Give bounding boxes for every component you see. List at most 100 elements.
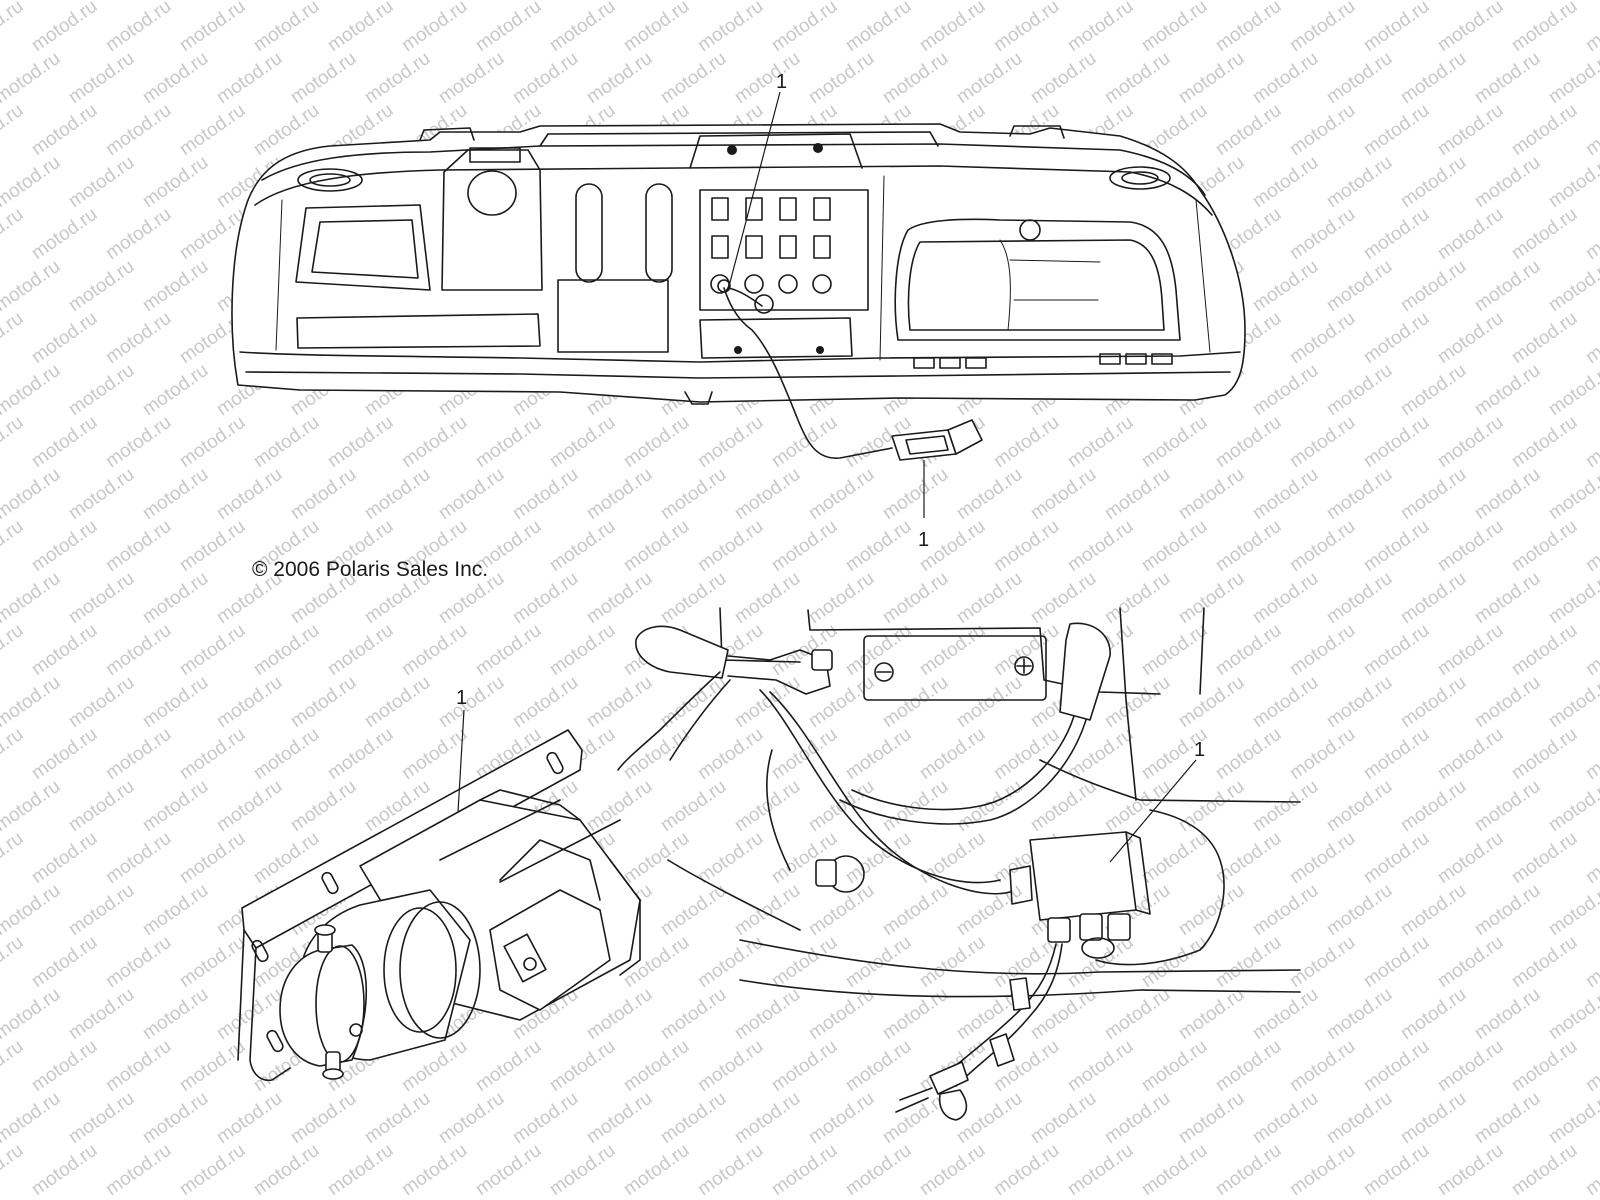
- watermark-text: motod.ru: [620, 412, 693, 472]
- watermark-text: motod.ru: [583, 984, 656, 1044]
- watermark-text: motod.ru: [435, 0, 508, 4]
- watermark-text: motod.ru: [768, 1036, 841, 1096]
- watermark-text: motod.ru: [250, 0, 323, 56]
- watermark-text: motod.ru: [1101, 984, 1174, 1044]
- watermark-text: motod.ru: [1286, 412, 1359, 472]
- watermark-text: motod.ru: [657, 776, 730, 836]
- watermark-text: motod.ru: [1545, 880, 1600, 940]
- watermark-text: motod.ru: [0, 204, 27, 264]
- watermark-text: motod.ru: [805, 984, 878, 1044]
- watermark-text: motod.ru: [176, 620, 249, 680]
- watermark-text: motod.ru: [1545, 360, 1600, 420]
- watermark-text: motod.ru: [546, 516, 619, 576]
- watermark-text: motod.ru: [1101, 0, 1174, 4]
- watermark-text: motod.ru: [1545, 568, 1600, 628]
- watermark-text: motod.ru: [213, 672, 286, 732]
- watermark-text: motod.ru: [1397, 1088, 1470, 1148]
- watermark-text: motod.ru: [324, 0, 397, 56]
- watermark-text: motod.ru: [657, 0, 730, 4]
- harness-connector: [891, 419, 983, 461]
- watermark-text: motod.ru: [1138, 0, 1211, 56]
- watermark-text: motod.ru: [1212, 828, 1285, 888]
- watermark-text: motod.ru: [1286, 620, 1359, 680]
- watermark-text: motod.ru: [1249, 48, 1322, 108]
- watermark-text: motod.ru: [28, 0, 101, 56]
- watermark-text: motod.ru: [472, 412, 545, 472]
- watermark-text: motod.ru: [990, 724, 1063, 784]
- watermark-text: motod.ru: [1027, 776, 1100, 836]
- watermark-text: motod.ru: [213, 48, 286, 108]
- watermark-text: motod.ru: [1249, 256, 1322, 316]
- watermark-text: motod.ru: [1545, 152, 1600, 212]
- watermark-text: motod.ru: [1360, 0, 1433, 56]
- watermark-text: motod.ru: [1286, 828, 1359, 888]
- watermark-text: motod.ru: [1249, 984, 1322, 1044]
- watermark-text: motod.ru: [0, 568, 64, 628]
- watermark-text: motod.ru: [287, 776, 360, 836]
- watermark-text: motod.ru: [805, 464, 878, 524]
- watermark-text: motod.ru: [0, 672, 64, 732]
- watermark-text: motod.ru: [361, 464, 434, 524]
- watermark-text: motod.ru: [0, 984, 64, 1044]
- watermark-text: motod.ru: [0, 1036, 27, 1096]
- watermark-text: motod.ru: [879, 672, 952, 732]
- watermark-text: motod.ru: [102, 724, 175, 784]
- watermark-text: motod.ru: [1582, 1140, 1600, 1200]
- watermark-text: motod.ru: [1249, 776, 1322, 836]
- watermark-text: motod.ru: [361, 48, 434, 108]
- watermark-text: motod.ru: [28, 620, 101, 680]
- watermark-text: motod.ru: [1434, 932, 1507, 992]
- watermark-text: motod.ru: [1101, 672, 1174, 732]
- watermark-text: motod.ru: [1286, 0, 1359, 56]
- watermark-text: motod.ru: [1397, 672, 1470, 732]
- watermark-text: motod.ru: [0, 0, 27, 56]
- watermark-text: motod.ru: [324, 620, 397, 680]
- watermark-text: motod.ru: [1138, 412, 1211, 472]
- watermark-text: motod.ru: [139, 464, 212, 524]
- winch-motor-illustration: [237, 729, 641, 1082]
- watermark-text: motod.ru: [1434, 828, 1507, 888]
- watermark-text: motod.ru: [1582, 412, 1600, 472]
- watermark-text: motod.ru: [1397, 464, 1470, 524]
- svg-text:1: 1: [456, 687, 467, 709]
- watermark-text: motod.ru: [0, 932, 27, 992]
- watermark-text: motod.ru: [1249, 0, 1322, 4]
- watermark-text: motod.ru: [1582, 620, 1600, 680]
- watermark-text: motod.ru: [1397, 360, 1470, 420]
- watermark-text: motod.ru: [1471, 984, 1544, 1044]
- watermark-text: motod.ru: [0, 48, 64, 108]
- watermark-text: motod.ru: [176, 100, 249, 160]
- watermark-text: motod.ru: [694, 1140, 767, 1200]
- watermark-text: motod.ru: [1397, 568, 1470, 628]
- watermark-text: motod.ru: [768, 0, 841, 56]
- watermark-text: motod.ru: [1175, 48, 1248, 108]
- watermark-text: motod.ru: [1027, 464, 1100, 524]
- watermark-text: motod.ru: [1064, 1140, 1137, 1200]
- watermark-text: motod.ru: [1175, 568, 1248, 628]
- watermark-text: motod.ru: [102, 0, 175, 56]
- watermark-text: motod.ru: [398, 620, 471, 680]
- watermark-text: motod.ru: [1471, 880, 1544, 940]
- watermark-text: motod.ru: [1471, 776, 1544, 836]
- watermark-text: motod.ru: [28, 932, 101, 992]
- watermark-text: motod.ru: [287, 672, 360, 732]
- watermark-text: motod.ru: [583, 464, 656, 524]
- watermark-text: motod.ru: [0, 828, 27, 888]
- watermark-text: motod.ru: [916, 724, 989, 784]
- watermark-text: motod.ru: [0, 1140, 27, 1200]
- watermark-text: motod.ru: [1064, 724, 1137, 784]
- watermark-text: motod.ru: [953, 672, 1026, 732]
- watermark-text: motod.ru: [1212, 724, 1285, 784]
- watermark-text: motod.ru: [1249, 152, 1322, 212]
- watermark-text: motod.ru: [1101, 1088, 1174, 1148]
- watermark-text: motod.ru: [916, 0, 989, 56]
- watermark-text: motod.ru: [1471, 568, 1544, 628]
- watermark-text: motod.ru: [1434, 0, 1507, 56]
- watermark-text: motod.ru: [1582, 724, 1600, 784]
- watermark-text: motod.ru: [731, 672, 804, 732]
- watermark-text: motod.ru: [65, 672, 138, 732]
- watermark-text: motod.ru: [990, 1140, 1063, 1200]
- watermark-text: motod.ru: [1545, 464, 1600, 524]
- watermark-text: motod.ru: [1323, 672, 1396, 732]
